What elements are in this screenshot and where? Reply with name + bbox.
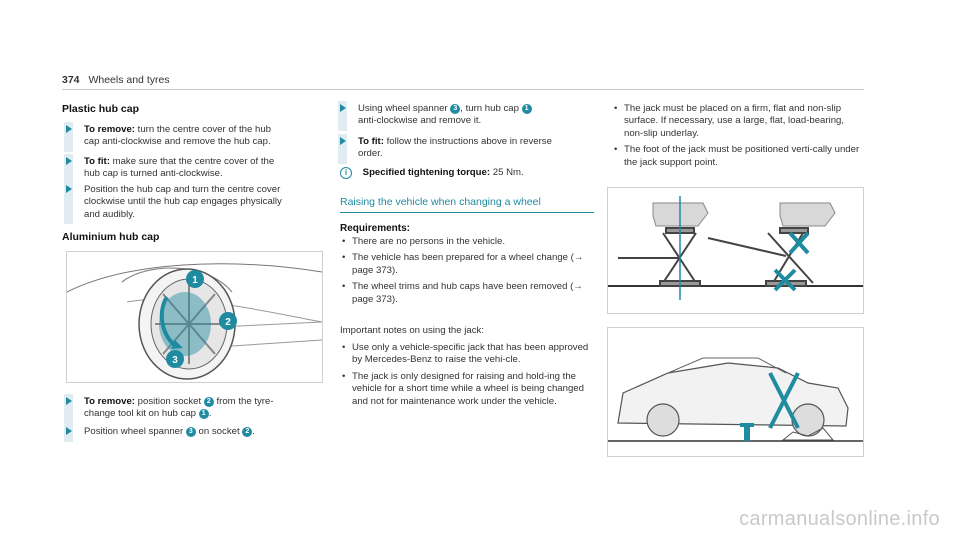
socket-badge: 2 <box>203 397 214 407</box>
car-lifted-figure <box>607 327 864 457</box>
step-alu-remove: To remove: position socket 2 from the ty… <box>64 394 336 424</box>
wheel-hub-cap-figure: 1 2 3 <box>66 251 323 383</box>
step-arrow-icon <box>66 397 72 405</box>
step-arrow-icon <box>340 104 346 112</box>
raising-vehicle-title: Raising the vehicle when changing a whee… <box>340 196 541 208</box>
hub-cap-badge: 1 <box>198 409 209 420</box>
step-bar <box>64 154 73 184</box>
step-text: on socket <box>198 426 240 437</box>
step-text: anti-clockwise and remove it. <box>358 115 482 127</box>
step-text: cap anti-clockwise and remove the hub ca… <box>84 136 271 148</box>
watermark: carmanualsonline.info <box>739 508 940 530</box>
info-icon: i <box>340 167 352 179</box>
step-turn-hub-cap: Using wheel spanner 3, turn hub cap 1 an… <box>338 101 590 131</box>
list-item: The foot of the jack must be positioned … <box>612 144 862 169</box>
spanner-badge: 3 <box>185 427 196 437</box>
step-plastic-remove: To remove: turn the centre cover of the … <box>64 122 336 152</box>
step-bar <box>64 394 73 424</box>
step-text: clockwise until the hub cap engages phys… <box>84 196 282 208</box>
car-illustration <box>608 357 863 442</box>
plastic-hub-cap-title: Plastic hub cap <box>62 103 140 115</box>
torque-note: i Specified tightening torque: 25 Nm. <box>340 167 590 179</box>
step-bar <box>338 134 347 164</box>
step-text: . <box>208 408 212 420</box>
step-label: To remove: <box>84 124 135 135</box>
cross-mark-icon <box>773 231 810 292</box>
step-text: Using wheel spanner <box>358 103 448 114</box>
requirements-label: Requirements: <box>340 223 411 234</box>
important-notes-label: Important notes on using the jack: <box>340 325 484 336</box>
step-label: To fit: <box>84 156 110 167</box>
step-bar <box>64 122 73 152</box>
step-text: hub cap is turned anti-clockwise. <box>84 168 223 180</box>
step-text: position socket <box>137 396 202 407</box>
step-label: To fit: <box>358 136 384 147</box>
step-arrow-icon <box>66 427 72 435</box>
step-arrow-icon <box>66 185 72 193</box>
list-item: The vehicle has been prepared for a whee… <box>340 252 590 277</box>
list-item: Use only a vehicle-specific jack that ha… <box>340 342 590 367</box>
step-arrow-icon <box>340 137 346 145</box>
callout-3-label: 3 <box>172 355 178 366</box>
step-text: make sure that the centre cover of the <box>112 156 275 167</box>
step-text: , turn hub cap <box>460 103 519 114</box>
step-text: and audibly. <box>84 208 136 220</box>
important-notes-list: Use only a vehicle-specific jack that ha… <box>340 342 590 412</box>
step-bar <box>338 101 347 131</box>
callout-1-label: 1 <box>192 275 198 286</box>
torque-value: 25 Nm. <box>492 167 524 178</box>
list-item: The wheel trims and hub caps have been r… <box>340 281 590 306</box>
step-alu-position-spanner: Position wheel spanner 3 on socket 2. <box>64 424 336 442</box>
jack-placement-list: The jack must be placed on a firm, flat … <box>612 103 862 173</box>
callout-2-label: 2 <box>225 317 231 328</box>
step-text: Position wheel spanner <box>84 426 184 437</box>
page-header: 374 Wheels and tyres <box>62 74 170 86</box>
section-divider <box>340 212 594 213</box>
step-arrow-icon <box>66 157 72 165</box>
step-label: To remove: <box>84 396 135 407</box>
step-text: turn the centre cover of the hub <box>137 124 272 135</box>
callout-3: 3 <box>166 350 184 368</box>
step-bar <box>64 182 73 224</box>
step-text: Position the hub cap and turn the centre… <box>84 184 281 195</box>
requirements-list: There are no persons in the vehicle. The… <box>340 236 590 310</box>
jack-position-figure <box>607 187 864 314</box>
header-divider <box>62 89 864 90</box>
cross-mark-icon <box>768 372 800 429</box>
torque-label: Specified tightening torque: <box>362 167 491 178</box>
step-arrow-icon <box>66 125 72 133</box>
aluminium-hub-cap-title: Aluminium hub cap <box>62 231 160 243</box>
list-item: The jack must be placed on a firm, flat … <box>612 103 862 140</box>
step-fit-reverse: To fit: follow the instructions above in… <box>338 134 590 164</box>
step-plastic-position: Position the hub cap and turn the centre… <box>64 182 336 224</box>
hub-cap-badge: 1 <box>521 104 532 114</box>
step-text: . <box>252 426 255 437</box>
step-text: follow the instructions above in reverse <box>386 136 552 147</box>
socket-badge: 2 <box>242 427 253 437</box>
step-text: from the tyre- <box>216 396 274 407</box>
step-plastic-fit: To fit: make sure that the centre cover … <box>64 154 336 184</box>
step-text: change tool kit on hub cap <box>84 408 197 420</box>
step-text: order. <box>358 148 383 160</box>
page-header-title: Wheels and tyres <box>88 74 170 86</box>
list-item: There are no persons in the vehicle. <box>340 236 590 249</box>
callout-2: 2 <box>219 312 237 330</box>
list-item: The jack is only designed for raising an… <box>340 371 590 408</box>
wheel-illustration: 1 2 3 <box>67 263 322 380</box>
spanner-badge: 3 <box>450 104 461 114</box>
callout-1: 1 <box>186 270 204 288</box>
page-number: 374 <box>62 74 80 86</box>
jack-illustration <box>608 196 863 300</box>
